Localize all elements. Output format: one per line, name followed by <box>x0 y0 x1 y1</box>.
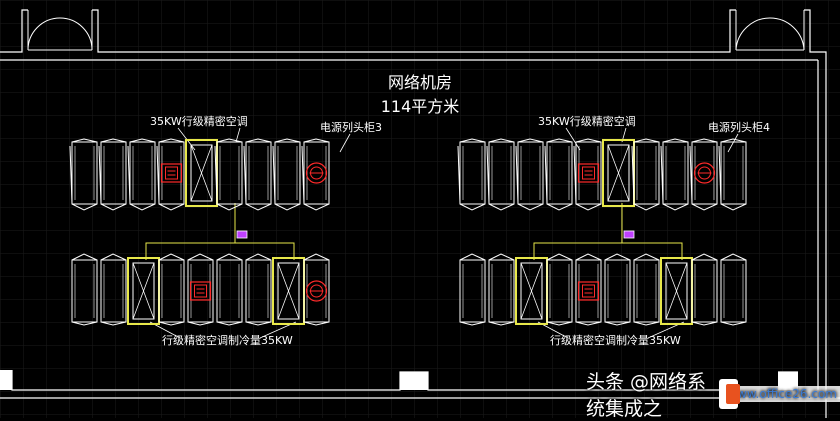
server-cabinet-g1-r1-c7 <box>243 138 272 211</box>
power-cabinet-g1-r2-c9 <box>303 253 330 326</box>
room-title: 网络机房 <box>388 73 452 92</box>
door-left <box>27 10 93 51</box>
server-cabinet-g1-r1-c2 <box>98 138 127 211</box>
watermark: 头条 @网络系统集成之 www.office26.com <box>586 371 840 420</box>
equipment-rows <box>69 138 747 326</box>
power-cabinet-g2-r1-c9 <box>689 138 718 211</box>
server-cabinet-g2-r2-c4 <box>546 253 573 326</box>
server-cabinet-g2-r2-c2 <box>488 253 515 326</box>
room-area: 114平方米 <box>381 97 460 116</box>
server-cabinet-g2-r2-c10 <box>720 253 747 326</box>
power-cabinet-g1-r1-c9 <box>301 138 330 211</box>
office-logo-icon <box>718 379 741 409</box>
server-cabinet-g2-r1-c7 <box>631 138 660 211</box>
wall-columns <box>0 370 798 390</box>
server-cabinet-g1-r2-c1 <box>71 253 98 326</box>
server-cabinet-g2-r1-c2 <box>486 138 515 211</box>
watermark-site: www.office26.com <box>724 386 840 402</box>
server-cabinet-g1-r2-c2 <box>100 253 127 326</box>
server-cabinet-g2-r2-c6 <box>604 253 631 326</box>
label-ac-top-left: 35KW行级精密空调 <box>150 114 248 128</box>
watermark-text: 头条 @网络系统集成之 <box>586 371 707 420</box>
label-power-cabinet-3: 电源列头柜3 <box>320 120 382 134</box>
server-cabinet-g1-r1-c1 <box>69 138 98 211</box>
label-cooling-left: 行级精密空调制冷量35KW <box>162 333 293 347</box>
network-rack-g1-r1-c4 <box>156 138 185 211</box>
server-cabinet-g2-r1-c1 <box>457 138 486 211</box>
server-cabinet-g1-r2-c7 <box>245 253 272 326</box>
network-rack-g1-r2-c5 <box>187 253 214 326</box>
server-cabinet-g2-r2-c7 <box>633 253 660 326</box>
label-power-cabinet-4: 电源列头柜4 <box>708 120 770 134</box>
server-cabinet-g1-r1-c3 <box>127 138 156 211</box>
ac-connector-left <box>145 203 295 260</box>
door-right <box>735 10 805 51</box>
server-cabinet-g1-r1-c6 <box>214 138 243 211</box>
server-cabinet-g1-r2-c4 <box>158 253 185 326</box>
label-cooling-right: 行级精密空调制冷量35KW <box>550 333 681 347</box>
server-cabinet-g2-r1-c3 <box>515 138 544 211</box>
server-cabinet-g2-r2-c9 <box>691 253 718 326</box>
network-rack-g2-r2-c5 <box>575 253 602 326</box>
server-cabinet-g2-r1-c4 <box>544 138 573 211</box>
network-rack-g2-r1-c5 <box>573 138 602 211</box>
server-cabinet-g2-r1-c10 <box>718 138 747 211</box>
server-cabinet-g1-r2-c6 <box>216 253 243 326</box>
server-cabinet-g2-r2-c1 <box>459 253 486 326</box>
server-cabinet-g1-r1-c8 <box>272 138 301 211</box>
ac-connector-right <box>533 203 683 260</box>
server-cabinet-g2-r1-c8 <box>660 138 689 211</box>
label-ac-top-right: 35KW行级精密空调 <box>538 114 636 128</box>
